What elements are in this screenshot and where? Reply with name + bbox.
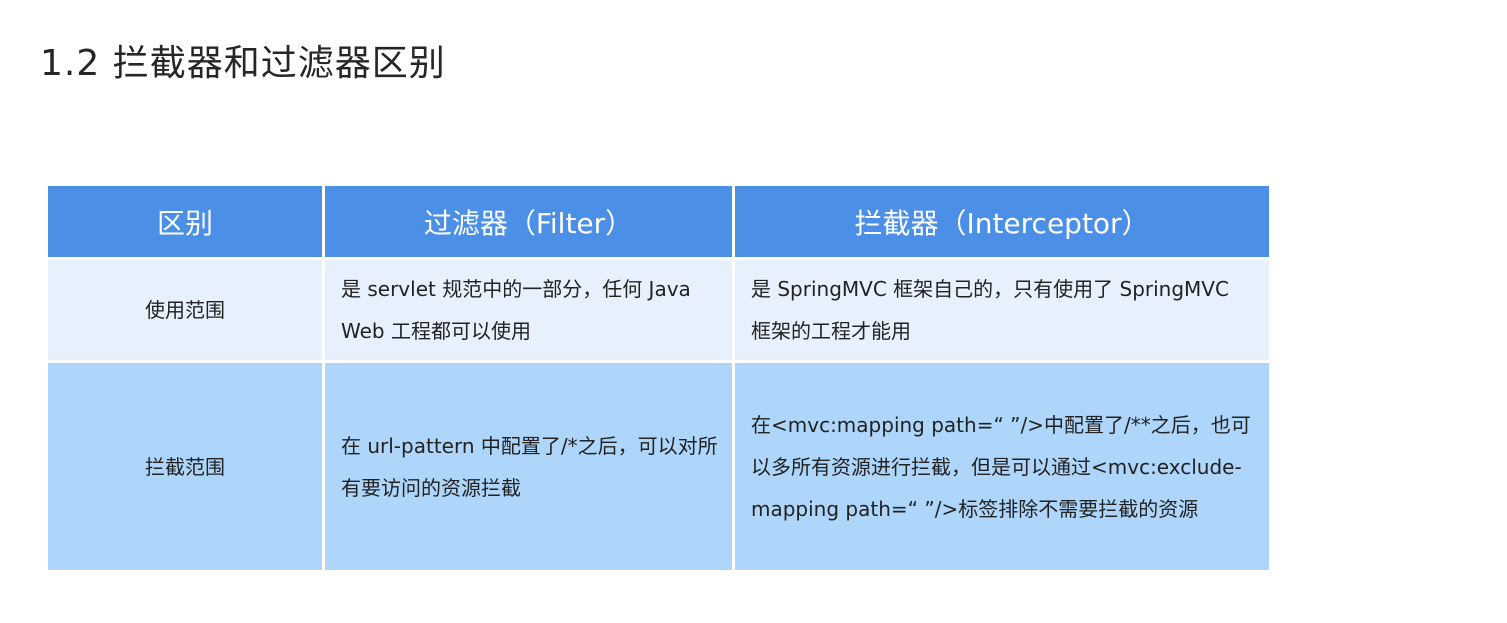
page-title: 1.2 拦截器和过滤器区别 xyxy=(40,43,446,84)
header-cell-filter: 过滤器（Filter） xyxy=(322,183,735,260)
table-row: 拦截范围 在 url-pattern 中配置了/*之后，可以对所有要访问的资源拦… xyxy=(45,360,1272,573)
cell-interceptor-scope-of-use: 是 SpringMVC 框架自己的，只有使用了 SpringMVC 框架的工程才… xyxy=(732,257,1272,363)
cell-filter-interception-scope: 在 url-pattern 中配置了/*之后，可以对所有要访问的资源拦截 xyxy=(322,360,735,573)
row-label-interception-scope: 拦截范围 xyxy=(45,360,325,573)
cell-filter-scope-of-use: 是 servlet 规范中的一部分，任何 Java Web 工程都可以使用 xyxy=(322,257,735,363)
header-cell-difference: 区别 xyxy=(45,183,325,260)
table-row: 使用范围 是 servlet 规范中的一部分，任何 Java Web 工程都可以… xyxy=(45,257,1272,363)
cell-interceptor-interception-scope: 在<mvc:mapping path=“ ”/>中配置了/**之后，也可以多所有… xyxy=(732,360,1272,573)
header-cell-interceptor: 拦截器（Interceptor） xyxy=(732,183,1272,260)
row-label-scope-of-use: 使用范围 xyxy=(45,257,325,363)
table-header-row: 区别 过滤器（Filter） 拦截器（Interceptor） xyxy=(45,183,1272,260)
comparison-table: 区别 过滤器（Filter） 拦截器（Interceptor） 使用范围 是 s… xyxy=(45,183,1272,573)
